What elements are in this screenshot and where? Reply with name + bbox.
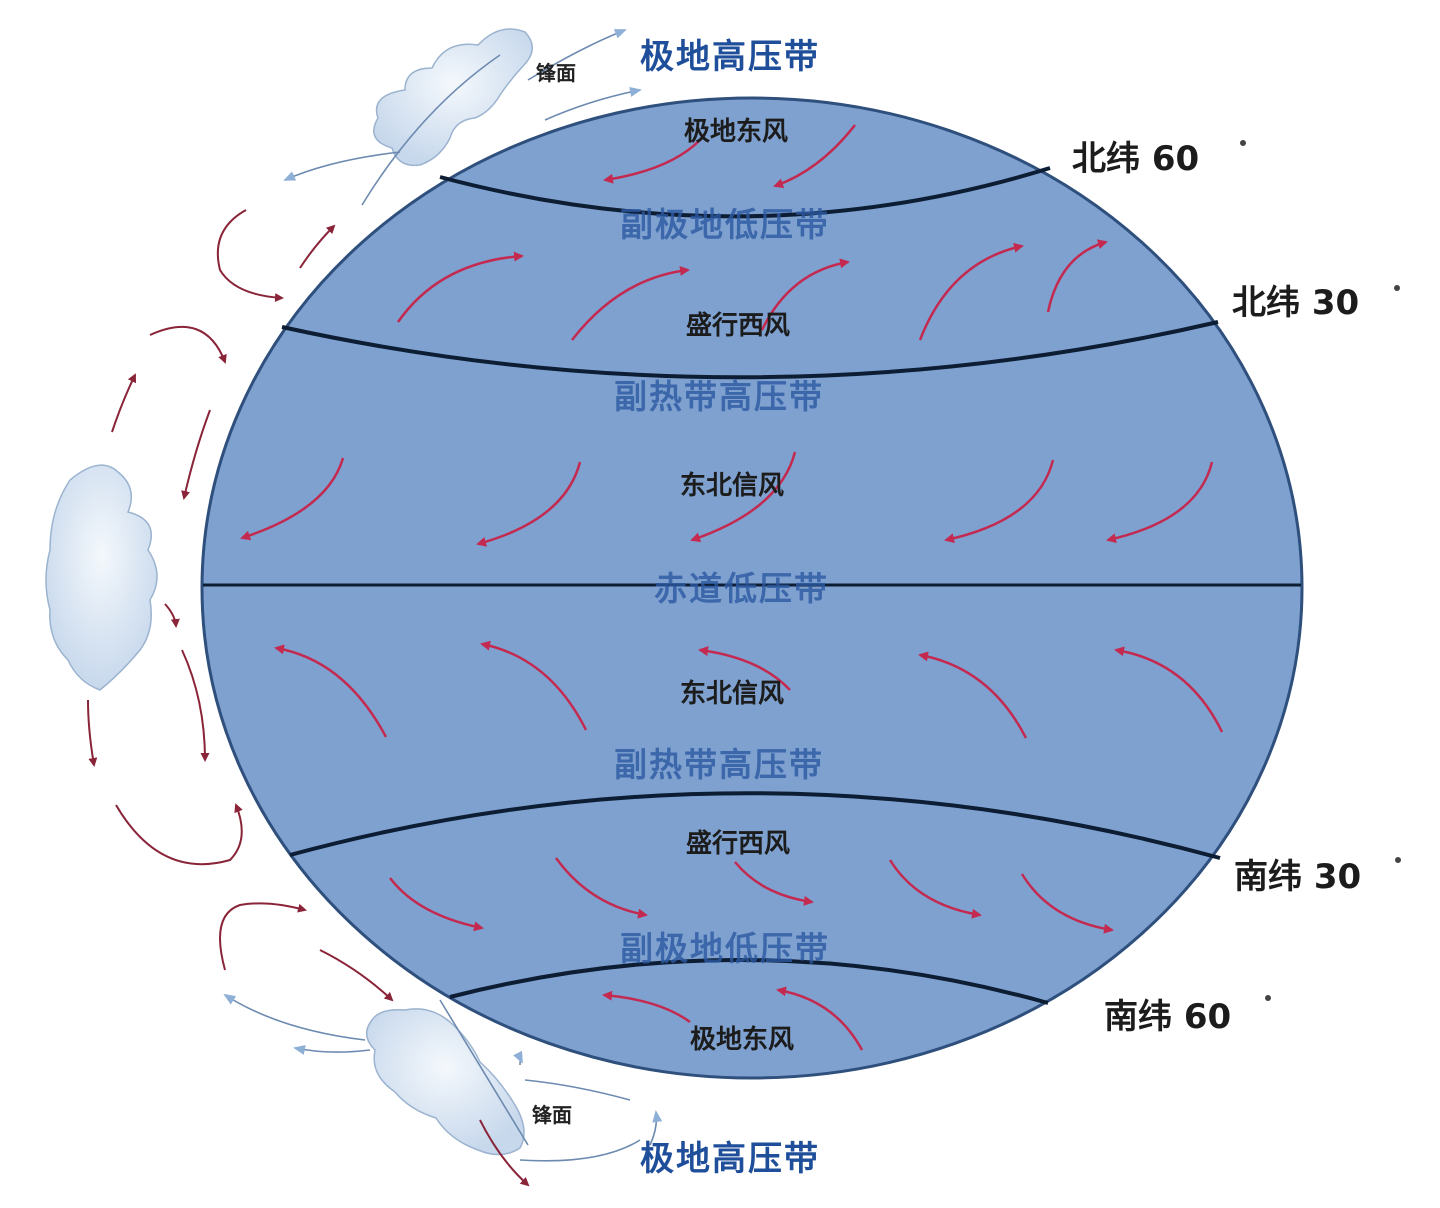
label-front-south: 锋面 — [532, 1103, 572, 1127]
upper-flow-lines — [223, 29, 663, 1162]
label-north-trades: 东北信风 — [680, 470, 784, 501]
line-south-30 — [289, 791, 1221, 860]
wind-arrows-north-trades — [240, 451, 1214, 547]
label-north-subpolar-low: 副极地低压带 — [620, 205, 830, 244]
label-south-subtropical-high: 副热带高压带 — [614, 745, 824, 784]
line-north-30 — [281, 320, 1219, 380]
label-north-westerlies: 盛行西风 — [686, 310, 790, 341]
degree-marks — [1240, 140, 1401, 1001]
label-south-trades: 东北信风 — [680, 678, 784, 709]
cloud-north — [373, 28, 533, 167]
wind-arrows-south-trades — [274, 640, 1224, 739]
cell-arrows — [87, 209, 530, 1187]
label-north-polar-easterlies: 极地东风 — [684, 116, 788, 147]
globe — [200, 96, 1304, 1080]
wind-arrows-north-polar — [603, 124, 856, 189]
line-north-60 — [439, 166, 1051, 219]
label-lat-s30: 南纬 30 — [1234, 857, 1361, 897]
line-south-60 — [449, 957, 1049, 1005]
label-south-westerlies: 盛行西风 — [686, 828, 790, 859]
label-north-polar-high: 极地高压带 — [640, 37, 820, 77]
cloud-south — [366, 1008, 525, 1156]
label-lat-n30: 北纬 30 — [1232, 283, 1359, 323]
label-lat-n60: 北纬 60 — [1072, 139, 1199, 179]
label-south-subpolar-low: 副极地低压带 — [620, 929, 830, 968]
label-south-polar-high: 极地高压带 — [640, 1139, 820, 1179]
cloud-west — [45, 464, 158, 691]
label-south-polar-easterlies: 极地东风 — [690, 1024, 794, 1055]
label-front-north: 锋面 — [536, 61, 576, 85]
wind-arrows-south-westerlies — [389, 857, 1114, 934]
label-equatorial-low: 赤道低压带 — [654, 569, 829, 608]
wind-arrows-south-polar — [602, 986, 864, 1051]
wind-arrows-north-westerlies — [396, 239, 1108, 341]
label-north-subtropical-high: 副热带高压带 — [614, 377, 824, 416]
label-lat-s60: 南纬 60 — [1104, 997, 1231, 1037]
